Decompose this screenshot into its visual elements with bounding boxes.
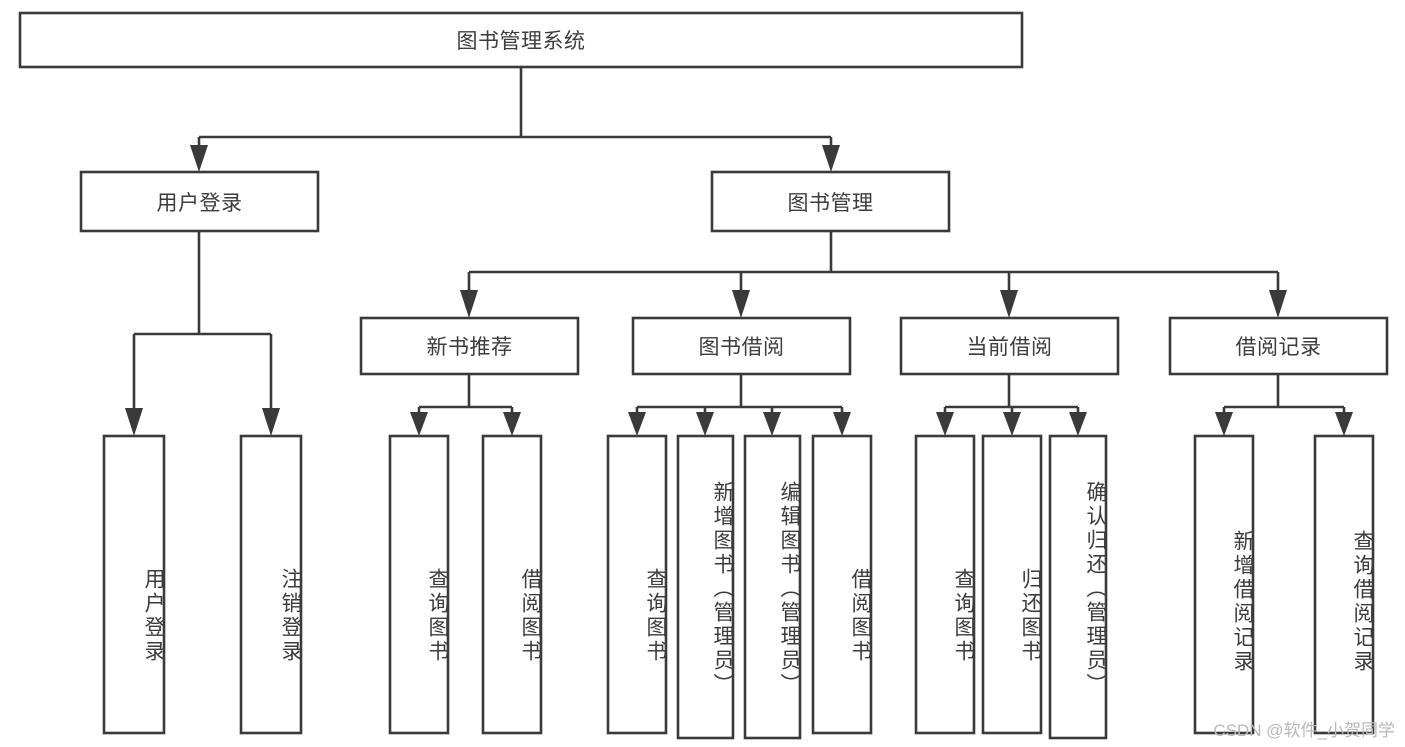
node-box-book-manage[interactable]: [710, 170, 951, 233]
node-box-leaf-0[interactable]: [102, 434, 166, 735]
node-box-book-borrow[interactable]: [631, 316, 852, 376]
arrow-head-leaf-borrow-book-1: [503, 412, 521, 436]
arrow-head-current-borrow: [1000, 290, 1018, 318]
node-box-borrow-record[interactable]: [1168, 316, 1389, 376]
arrow-head-new-book-rec: [460, 290, 478, 318]
node-box-leaf-2[interactable]: [388, 434, 450, 735]
node-box-layer: [18, 11, 1389, 740]
arrow-head-leaf-logout: [262, 408, 280, 436]
node-box-leaf-3[interactable]: [481, 434, 543, 735]
arrow-head-leaf-borrow-book-2: [833, 412, 851, 436]
node-box-user-login[interactable]: [79, 170, 320, 233]
arrow-head-leaf-add-book: [696, 412, 714, 436]
arrow-head-leaf-query-record: [1335, 412, 1353, 436]
node-box-leaf-4[interactable]: [606, 434, 668, 735]
node-box-leaf-5[interactable]: [676, 434, 735, 740]
node-box-leaf-1[interactable]: [239, 434, 303, 735]
connector-layer: [125, 67, 1353, 436]
node-box-leaf-11[interactable]: [1193, 434, 1255, 735]
node-box-leaf-10[interactable]: [1048, 434, 1108, 740]
arrow-head-leaf-query-book-1: [410, 412, 428, 436]
node-box-leaf-7[interactable]: [811, 434, 873, 735]
arrow-head-leaf-user-login: [125, 408, 143, 436]
arrow-head-book-manage: [822, 145, 840, 172]
node-box-new-book-rec[interactable]: [359, 316, 580, 376]
node-box-leaf-6[interactable]: [743, 434, 802, 740]
arrow-head-leaf-confirm-return: [1069, 412, 1087, 436]
arrow-head-leaf-edit-book: [763, 412, 781, 436]
node-box-leaf-8[interactable]: [914, 434, 976, 735]
arrow-head-borrow-record: [1269, 290, 1287, 318]
node-box-root[interactable]: [18, 11, 1024, 69]
arrow-head-user-login: [190, 145, 208, 172]
node-box-current-borrow[interactable]: [899, 316, 1120, 376]
arrow-head-leaf-query-book-3: [936, 412, 954, 436]
node-box-leaf-9[interactable]: [981, 434, 1043, 735]
arrow-head-book-borrow: [732, 290, 750, 318]
arrow-head-leaf-return-book: [1003, 412, 1021, 436]
node-box-leaf-12[interactable]: [1313, 434, 1375, 735]
arrow-head-leaf-query-book-2: [628, 412, 646, 436]
arrow-head-leaf-add-record: [1215, 412, 1233, 436]
